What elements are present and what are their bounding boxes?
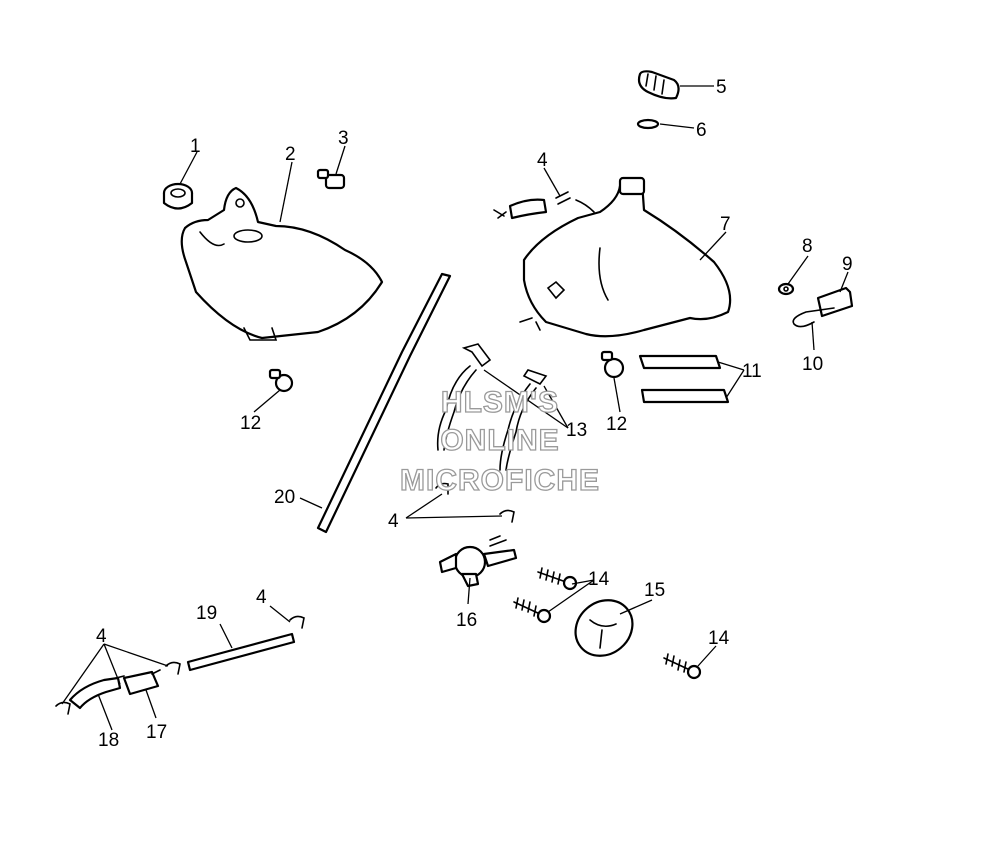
callout-1: 1 <box>190 136 201 157</box>
callout-4-tank: 4 <box>537 150 548 171</box>
callout-12-left: 12 <box>240 413 261 434</box>
part-mount-bolt-left <box>268 368 294 393</box>
part-short-hose <box>186 632 296 672</box>
part-filter-hose <box>68 676 122 710</box>
part-hose-clip-group-top <box>493 191 571 220</box>
callout-4-hose: 4 <box>256 587 267 608</box>
callout-12-right: 12 <box>606 414 627 435</box>
watermark: HLSM'S ONLINE MICROFICHE <box>399 385 600 497</box>
part-pads <box>638 354 730 404</box>
callout-20: 20 <box>274 487 295 508</box>
part-filler-cap <box>637 70 680 100</box>
part-grommet <box>162 182 194 210</box>
part-fuel-tank-right <box>519 176 732 338</box>
callout-16: 16 <box>456 610 477 631</box>
part-screw-3 <box>663 653 702 680</box>
watermark-line-2: ONLINE <box>440 424 559 457</box>
callout-9: 9 <box>842 254 853 275</box>
callout-8: 8 <box>802 236 813 257</box>
part-screw-1 <box>537 567 578 591</box>
callout-17: 17 <box>146 722 167 743</box>
part-o-ring <box>636 118 660 130</box>
callout-14-single: 14 <box>708 628 730 649</box>
watermark-line-1: HLSM'S <box>441 386 559 419</box>
part-fuel-valve <box>438 535 518 588</box>
callout-10: 10 <box>802 354 823 375</box>
callout-4-middle: 4 <box>388 511 399 532</box>
callout-labels: 1 2 3 4 5 6 7 8 9 10 11 12 12 13 20 4 14… <box>96 77 853 751</box>
callout-6: 6 <box>696 120 707 141</box>
part-hook-strap <box>792 307 835 328</box>
part-screw-2 <box>513 597 552 624</box>
callout-4-filter: 4 <box>96 626 107 647</box>
part-fuel-filter <box>115 669 161 696</box>
watermark-line-3: MICROFICHE <box>400 464 600 497</box>
part-long-hose <box>316 272 452 534</box>
callout-11: 11 <box>742 361 762 382</box>
callout-15: 15 <box>644 580 665 601</box>
part-cover-plate <box>574 599 634 657</box>
callout-5: 5 <box>716 77 727 98</box>
part-hose-clip-group-bottom <box>55 615 305 715</box>
callout-3: 3 <box>338 128 349 149</box>
part-bolt <box>316 168 346 190</box>
part-fuel-tank-left <box>180 186 384 341</box>
part-washer <box>777 282 795 296</box>
callout-13: 13 <box>566 420 587 441</box>
callout-2: 2 <box>285 144 296 165</box>
part-bracket <box>816 286 854 318</box>
part-mount-bolt-right <box>600 350 625 379</box>
callout-18: 18 <box>98 730 119 751</box>
callout-7: 7 <box>720 214 731 235</box>
part-hose-clip-group-mid <box>435 482 515 523</box>
callout-14-pair: 14 <box>588 569 610 590</box>
leader-lines <box>61 85 849 731</box>
callout-19: 19 <box>196 603 217 624</box>
